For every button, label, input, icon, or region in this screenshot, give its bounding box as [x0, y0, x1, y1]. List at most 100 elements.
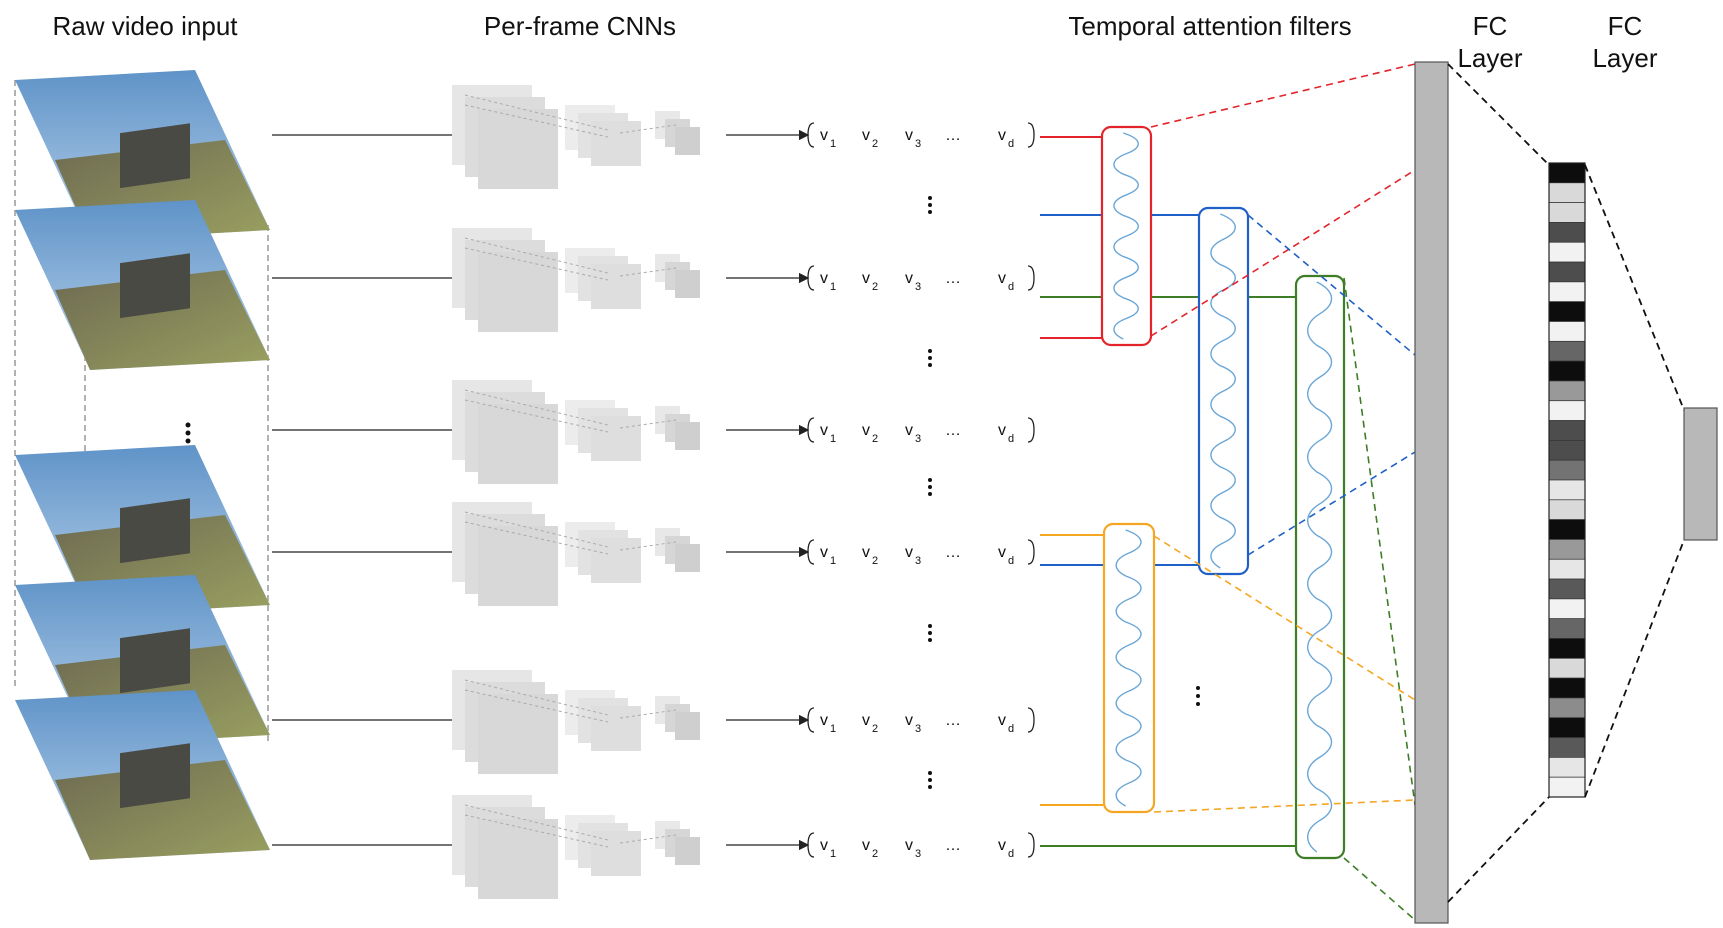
vector-rows-ellipsis-dot [928, 778, 932, 782]
vector-element: v [998, 837, 1006, 854]
fc-layer-2-cell [1548, 558, 1586, 580]
vector-element: v [820, 270, 828, 287]
vector-element: v [820, 544, 828, 561]
vector-subscript: 2 [872, 555, 878, 567]
cnn-block-small [675, 422, 700, 450]
fc2-to-output-dash [1584, 539, 1685, 798]
fc-layer-2-cell [1548, 697, 1586, 719]
blue-attention-filter-gaussian [1210, 213, 1236, 569]
frame-ground [55, 270, 270, 370]
vector-rows-ellipsis-dot [928, 492, 932, 496]
vector-subscript: d [1008, 433, 1014, 445]
red-attention-filter-gaussian [1113, 132, 1139, 340]
vector-left-bracket [807, 417, 815, 443]
fc-layer-2-cell [1548, 321, 1586, 342]
fc-layer-2-cell [1548, 717, 1586, 738]
vector-subscript: 2 [872, 723, 878, 735]
vector-rows-ellipsis-dot [928, 478, 932, 482]
vector-subscript: d [1008, 138, 1014, 150]
vector-element: v [998, 712, 1006, 729]
blue-to-fc-dash [1247, 451, 1416, 556]
fc-layer-2-cell [1548, 222, 1586, 243]
vector-rows-ellipsis-dot [928, 485, 932, 489]
fc-layer-1-line2: Layer [1457, 43, 1523, 73]
vector-element: v [905, 837, 913, 854]
cnn-block-mid [591, 538, 641, 583]
vector-rows-ellipsis-dot [928, 624, 932, 628]
fc-layer-2-cell [1548, 519, 1586, 540]
fc-layer-2-line1: FC [1607, 11, 1643, 41]
fc-layer-2-cell [1548, 776, 1586, 798]
cnn-stack [452, 502, 700, 606]
vector-subscript: 2 [872, 138, 878, 150]
fc-layer-2-cell [1548, 578, 1586, 600]
vector-subscript: d [1008, 848, 1014, 860]
cnn-dashed-link [464, 94, 609, 131]
vector-rows-ellipsis-dot [928, 356, 932, 360]
vector-right-bracket [1027, 122, 1035, 148]
vector-left-bracket [807, 265, 815, 291]
vector-element: v [862, 127, 870, 144]
fc-layer-2-cell [1548, 737, 1586, 758]
fc-layer-2-cell [1548, 757, 1586, 778]
fc-layer-2-cell [1548, 400, 1586, 421]
frames-ellipsis-dot [185, 430, 191, 436]
cnn-block-mid [591, 831, 641, 876]
video-frame [15, 200, 270, 370]
fc-layer-2-cell [1548, 598, 1586, 620]
vector-element: v [905, 712, 913, 729]
cnn-stack-group [272, 85, 810, 899]
vector-element: v [905, 422, 913, 439]
vector-ellipsis: … [945, 127, 961, 144]
green-to-fc-dash [1343, 857, 1416, 921]
fc-layer-2-cell [1548, 638, 1586, 659]
vector-element: v [998, 422, 1006, 439]
vector-ellipsis: … [945, 422, 961, 439]
attention-filters-group [1040, 63, 1416, 921]
fc-layer-2-cell [1548, 499, 1586, 520]
vector-element: v [905, 544, 913, 561]
fc1-to-fc2-dash [1447, 63, 1550, 166]
fc-layer-2-cell [1548, 301, 1586, 322]
cnn-dashed-link [464, 814, 609, 848]
fc-layer-2-cell [1548, 440, 1586, 461]
video-frame [15, 690, 270, 860]
fc-layer-2-cell [1548, 162, 1586, 184]
vector-right-bracket [1027, 417, 1035, 443]
frame-building [120, 253, 190, 319]
frames-ellipsis-dot [185, 422, 191, 428]
vector-left-bracket [807, 707, 815, 733]
fc-layer-2-cell [1548, 202, 1586, 223]
vector-element: v [905, 270, 913, 287]
fc2-to-output-dash [1584, 164, 1685, 411]
cnn-block [478, 404, 558, 484]
vector-element: v [862, 712, 870, 729]
vector-subscript: 3 [915, 723, 921, 735]
cnn-block-mid [591, 121, 641, 166]
vector-element: v [820, 422, 828, 439]
fc-layer-2-cell [1548, 360, 1586, 382]
fc-layer-1-line1: FC [1472, 11, 1508, 41]
raw-video-header: Raw video input [52, 11, 238, 41]
vector-element: v [998, 270, 1006, 287]
fc-layer-2-cell [1548, 241, 1586, 263]
vector-right-bracket [1027, 832, 1035, 858]
frame-building [120, 123, 190, 189]
fc-layer-1-bar [1414, 61, 1449, 924]
cnn-dashed-link [464, 399, 609, 433]
vector-subscript: 2 [872, 848, 878, 860]
fc-layer-1-header: FC Layer [1440, 10, 1540, 74]
vector-element: v [820, 712, 828, 729]
vector-ellipsis: … [945, 270, 961, 287]
cnn-stack [452, 380, 700, 484]
vector-rows-ellipsis-dot [928, 785, 932, 789]
orange-to-fc-dash [1153, 535, 1416, 701]
cnn-block-small [675, 127, 700, 155]
filters-ellipsis-dot [1196, 694, 1200, 698]
red-to-fc-dash [1150, 169, 1416, 337]
vector-subscript: 3 [915, 433, 921, 445]
fc-layer-2-cell [1548, 182, 1586, 203]
